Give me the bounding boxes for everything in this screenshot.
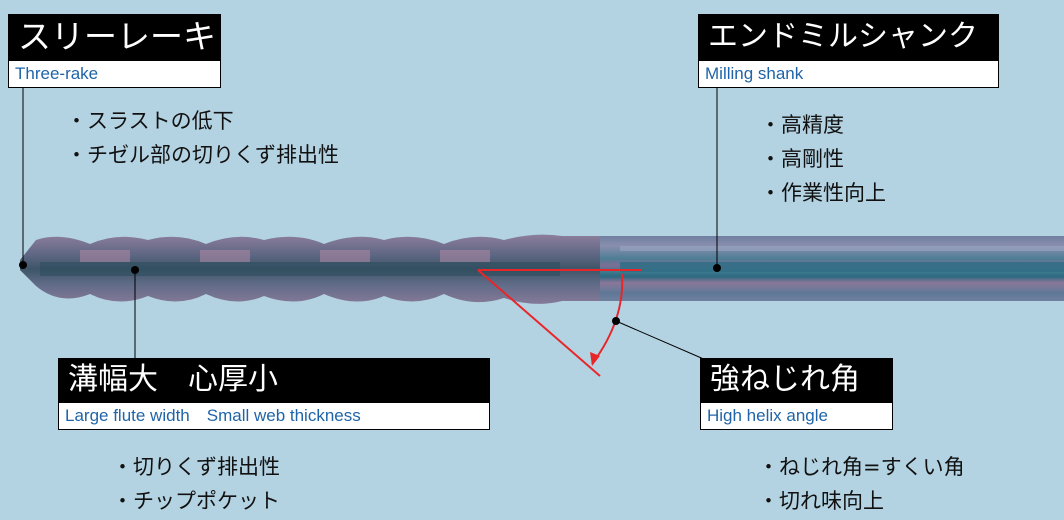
bullet-item: ・スラストの低下 <box>66 109 234 133</box>
helix-subtitle: High helix angle <box>700 402 893 430</box>
bullet-item: ・ねじれ角=すくい角 <box>758 455 965 479</box>
helix-angle-line <box>477 269 601 377</box>
flute-bullets: ・切りくず排出性 ・チップポケット <box>112 452 280 520</box>
shank-stripe <box>620 262 1064 272</box>
shank-highlight <box>620 246 1064 251</box>
bullet-item: ・切りくず排出性 <box>112 455 280 479</box>
helix-angle-arrowhead <box>590 352 600 366</box>
callout-flute: 溝幅大 心厚小 Large flute width Small web thic… <box>58 358 490 430</box>
bullet-item: ・高剛性 <box>760 147 844 171</box>
flute-subtitle: Large flute width Small web thickness <box>58 402 490 430</box>
bullet-item: ・切れ味向上 <box>758 489 884 513</box>
three-rake-title: スリーレーキ <box>8 14 221 60</box>
helix-title: 強ねじれ角 <box>700 358 893 402</box>
bullet-item: ・作業性向上 <box>760 181 886 205</box>
flute-texture-pink <box>80 250 490 262</box>
shank-bullets: ・高精度 ・高剛性 ・作業性向上 <box>760 110 886 212</box>
callout-shank: エンドミルシャンク Milling shank <box>698 14 999 88</box>
bullet-item: ・チゼル部の切りくず排出性 <box>66 143 339 167</box>
callout-three-rake: スリーレーキ Three-rake <box>8 14 221 88</box>
callout-helix: 強ねじれ角 High helix angle <box>700 358 893 430</box>
helix-bullets: ・ねじれ角=すくい角 ・切れ味向上 <box>758 452 965 520</box>
shank-subtitle: Milling shank <box>698 60 999 88</box>
leader-dot-helix <box>612 317 620 325</box>
leader-helix <box>615 320 707 361</box>
flute-texture <box>40 262 560 276</box>
leader-dot-shank <box>713 264 721 272</box>
shank-title: エンドミルシャンク <box>698 14 999 60</box>
three-rake-bullets: ・スラストの低下 ・チゼル部の切りくず排出性 <box>66 106 339 174</box>
leader-dot-flute <box>131 266 139 274</box>
flute-title: 溝幅大 心厚小 <box>58 358 490 402</box>
three-rake-subtitle: Three-rake <box>8 60 221 88</box>
leader-dot-three-rake <box>19 261 27 269</box>
bullet-item: ・チップポケット <box>112 489 280 513</box>
bullet-item: ・高精度 <box>760 113 844 137</box>
